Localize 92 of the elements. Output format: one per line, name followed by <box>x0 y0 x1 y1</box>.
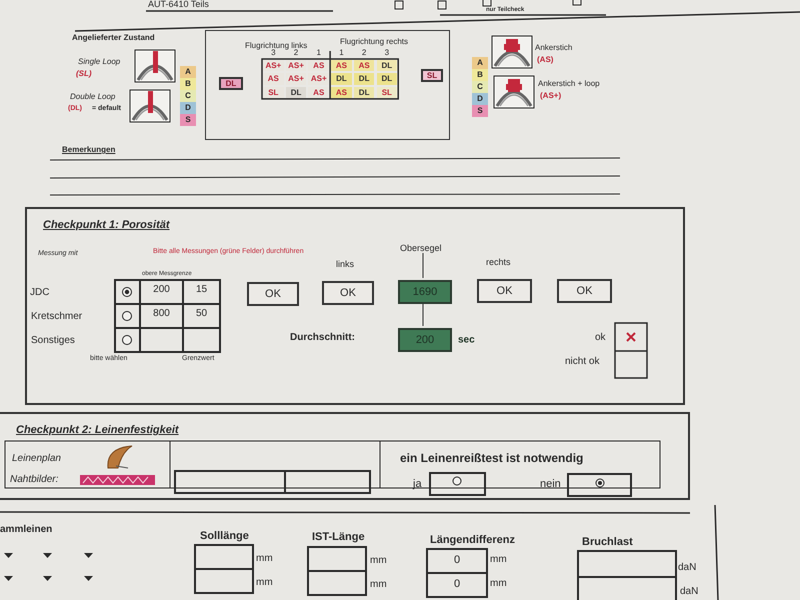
table-cell: DL <box>376 73 398 85</box>
section-heading: Checkpunkt 2: Leinenfestigkeit <box>16 424 179 436</box>
field-value: 0 <box>452 554 462 566</box>
field-value: 0 <box>452 578 462 590</box>
table-cell: DL <box>331 73 352 85</box>
table-cell: AS <box>308 86 330 98</box>
table-cell: AS <box>354 60 374 72</box>
option-label: ja <box>413 478 422 490</box>
table-cell: AS+ <box>286 60 306 72</box>
column-number: 1 <box>316 49 322 58</box>
column-heading: Bruchlast <box>582 536 633 548</box>
field-label: Durchschnitt: <box>290 332 355 343</box>
table-cell: DL <box>376 60 398 72</box>
column-number: 2 <box>360 49 368 58</box>
field-label: Leinenplan <box>12 453 61 464</box>
category-letter: C <box>180 90 196 102</box>
connector-line <box>422 302 424 326</box>
unit-label: daN <box>680 586 698 597</box>
measurement-box: 1690 <box>398 280 452 304</box>
result-box: OK <box>557 279 612 303</box>
table-cell: DL <box>286 86 306 98</box>
unit-label: mm <box>256 553 273 564</box>
option-label: nicht ok <box>565 356 600 367</box>
unit-label: mm <box>256 577 273 588</box>
table-cell: AS+ <box>263 60 284 72</box>
table-cell-text: 15 <box>194 284 208 295</box>
table-cell: AS <box>331 60 352 72</box>
unit-label: sec <box>458 334 475 346</box>
table-cell-text: 50 <box>194 308 208 319</box>
category-letter: A <box>472 57 488 69</box>
option-code: (AS) <box>537 56 554 65</box>
table-cell: AS <box>263 73 284 85</box>
section-heading: Angelieferter Zustand <box>72 34 155 43</box>
option-code: (SL) <box>76 70 92 79</box>
column-heading: Solllänge <box>200 530 249 542</box>
table-frame <box>205 30 450 140</box>
column-heading: links <box>336 260 354 270</box>
table-cell: AS <box>308 60 330 72</box>
option-label: Ankerstich + loop <box>538 80 600 89</box>
category-letter: A <box>180 66 196 78</box>
column-number: 1 <box>338 49 345 58</box>
section-panel <box>25 207 685 405</box>
document-title: AUT-6410 Teils <box>148 0 209 10</box>
category-letter: S <box>180 114 196 126</box>
question-text: ein Leinenreißtest ist notwendig <box>400 452 584 466</box>
unit-label: mm <box>490 554 507 565</box>
field-label: Nahtbilder: <box>10 474 58 485</box>
table-cell: AS <box>331 86 352 98</box>
row-label: Sonstiges <box>31 335 75 346</box>
category-letter: C <box>472 81 488 93</box>
table-cell: AS+ <box>286 73 306 85</box>
category-letter: S <box>472 105 488 117</box>
result-box: OK <box>477 279 532 303</box>
option-code: (AS+) <box>540 92 562 101</box>
section-heading: Checkpunkt 1: Porosität <box>43 219 170 231</box>
table-cell: DL <box>354 86 374 98</box>
unit-label: mm <box>370 579 387 590</box>
option-label: Ankerstich <box>535 44 572 53</box>
column-heading: rechts <box>486 258 511 268</box>
table-cell: SL <box>263 86 284 98</box>
row-label: JDC <box>30 287 50 298</box>
table-cell-text: 800 <box>152 308 171 319</box>
option-label: Double Loop <box>70 93 116 102</box>
connector-line <box>422 252 424 278</box>
section-heading: ammleinen <box>0 524 52 535</box>
section-heading: Bemerkungen <box>62 146 116 155</box>
table-cell: DL <box>354 73 374 85</box>
table-cell: SL <box>376 86 398 98</box>
row-label: Kretschmer <box>31 311 82 322</box>
column-number: 2 <box>294 49 298 58</box>
code-box: SL <box>421 69 443 82</box>
column-heading: Längendifferenz <box>430 534 515 546</box>
category-letter: B <box>180 78 196 90</box>
option-label: Single Loop <box>78 58 120 67</box>
unit-label: mm <box>490 578 507 589</box>
column-heading: IST-Länge <box>312 531 365 544</box>
option-label: ok <box>595 332 606 343</box>
table-cell: AS+ <box>308 73 330 85</box>
option-label: nein <box>540 478 561 490</box>
result-box: OK <box>247 282 299 306</box>
result-box: OK <box>322 281 374 305</box>
column-heading: Obersegel <box>400 243 460 255</box>
code-box: DL <box>219 77 243 90</box>
category-letter: D <box>180 102 196 114</box>
unit-label: daN <box>678 562 696 573</box>
category-letter: B <box>472 69 488 81</box>
category-letter: D <box>472 93 488 105</box>
section-panel <box>0 412 690 500</box>
column-number: 3 <box>271 49 276 58</box>
table-cell-text: 200 <box>152 284 171 295</box>
column-number: 3 <box>384 49 390 58</box>
unit-label: mm <box>370 555 387 566</box>
